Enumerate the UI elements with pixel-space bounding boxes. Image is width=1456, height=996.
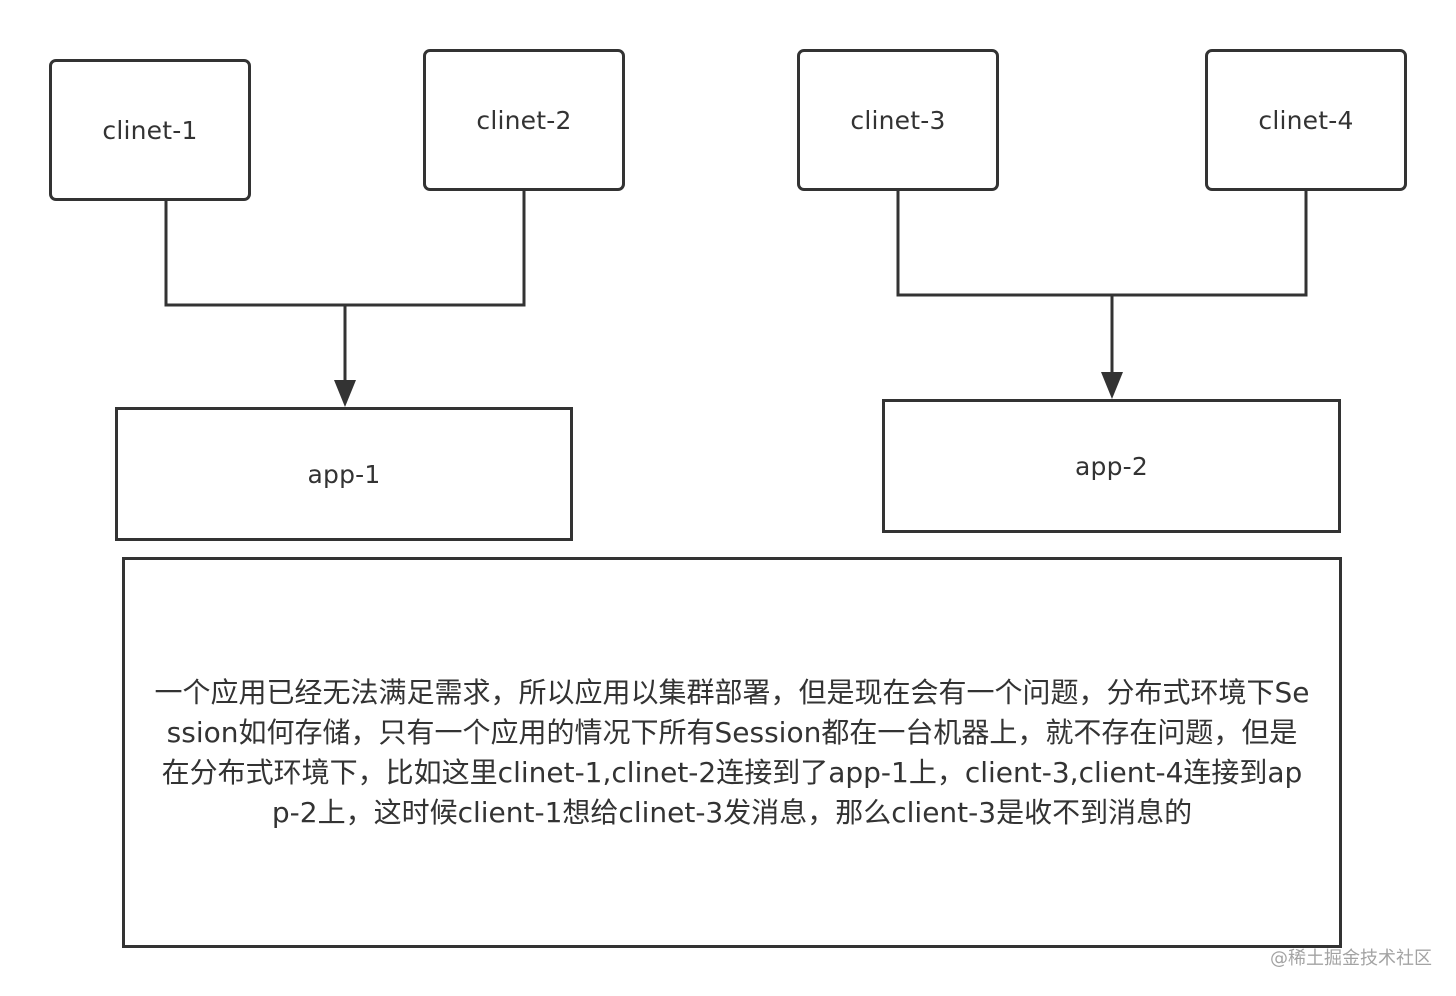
edge-clinet-1-to-app-1 <box>164 200 345 307</box>
node-clinet-1: clinet-1 <box>49 59 251 201</box>
node-label: clinet-1 <box>102 115 198 145</box>
node-clinet-2: clinet-2 <box>423 49 625 191</box>
node-app-1: app-1 <box>115 407 573 541</box>
edge-clinet-3-to-app-2 <box>896 190 1112 297</box>
watermark: @稀土掘金技术社区 <box>1270 948 1432 969</box>
node-label: app-2 <box>1075 451 1148 481</box>
node-app-2: app-2 <box>882 399 1341 533</box>
explanation-box: 一个应用已经无法满足需求，所以应用以集群部署，但是现在会有一个问题，分布式环境下… <box>122 557 1342 948</box>
node-label: clinet-3 <box>850 105 946 135</box>
node-label: clinet-2 <box>476 105 572 135</box>
node-label: app-1 <box>307 459 381 489</box>
node-label: clinet-4 <box>1258 105 1354 135</box>
edge-clinet-2-to-app-1 <box>345 190 526 307</box>
explanation-text: 一个应用已经无法满足需求，所以应用以集群部署，但是现在会有一个问题，分布式环境下… <box>154 675 1310 829</box>
edge-clinet-4-to-app-2 <box>1112 190 1308 297</box>
node-clinet-4: clinet-4 <box>1205 49 1407 191</box>
node-clinet-3: clinet-3 <box>797 49 999 191</box>
arrowhead-app-1 <box>334 380 356 407</box>
arrowhead-app-2 <box>1101 372 1123 399</box>
